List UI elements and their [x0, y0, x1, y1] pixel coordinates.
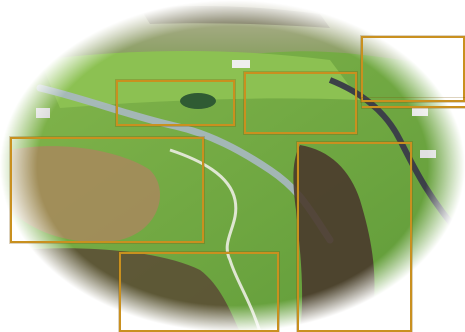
farm-building — [36, 108, 50, 118]
region-box-5 — [297, 142, 412, 332]
upper-field — [40, 50, 360, 108]
forest-strip — [293, 145, 375, 332]
region-box-2 — [244, 72, 357, 134]
region-box-3 — [361, 36, 465, 102]
pond — [180, 93, 216, 109]
farm-building — [232, 60, 250, 68]
farm-building — [420, 150, 436, 158]
plowed-patch — [10, 146, 160, 242]
farm-building — [412, 108, 428, 116]
winding-trail — [169, 148, 262, 332]
region-box-6 — [119, 252, 279, 332]
region-box-1 — [116, 80, 235, 126]
region-box-4 — [10, 137, 204, 243]
region-box-7 — [362, 98, 465, 108]
far-hillside — [0, 0, 465, 70]
far-forest-band — [140, 6, 330, 28]
